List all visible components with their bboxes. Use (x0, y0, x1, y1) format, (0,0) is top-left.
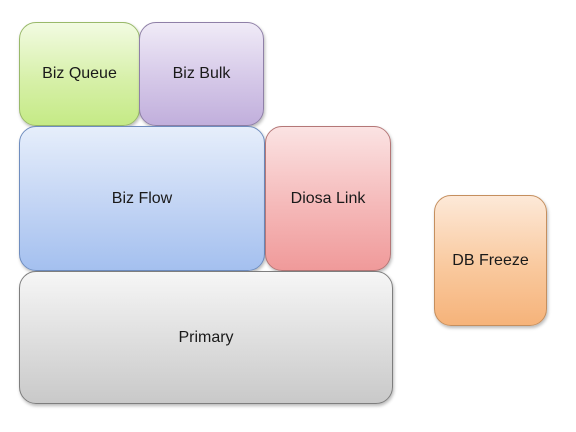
biz-queue-block: Biz Queue (19, 22, 140, 126)
biz-bulk-block: Biz Bulk (139, 22, 264, 126)
db-freeze-block: DB Freeze (434, 195, 547, 326)
biz-flow-label: Biz Flow (111, 189, 173, 207)
diosa-link-block: Diosa Link (265, 126, 391, 271)
biz-bulk-label: Biz Bulk (172, 65, 231, 82)
biz-flow-block: Biz Flow (19, 126, 265, 271)
biz-queue-label: Biz Queue (42, 65, 117, 82)
diosa-link-label: Diosa Link (290, 189, 366, 207)
primary-block: Primary (19, 271, 393, 404)
primary-label: Primary (178, 328, 234, 346)
db-freeze-label: DB Freeze (452, 251, 529, 269)
